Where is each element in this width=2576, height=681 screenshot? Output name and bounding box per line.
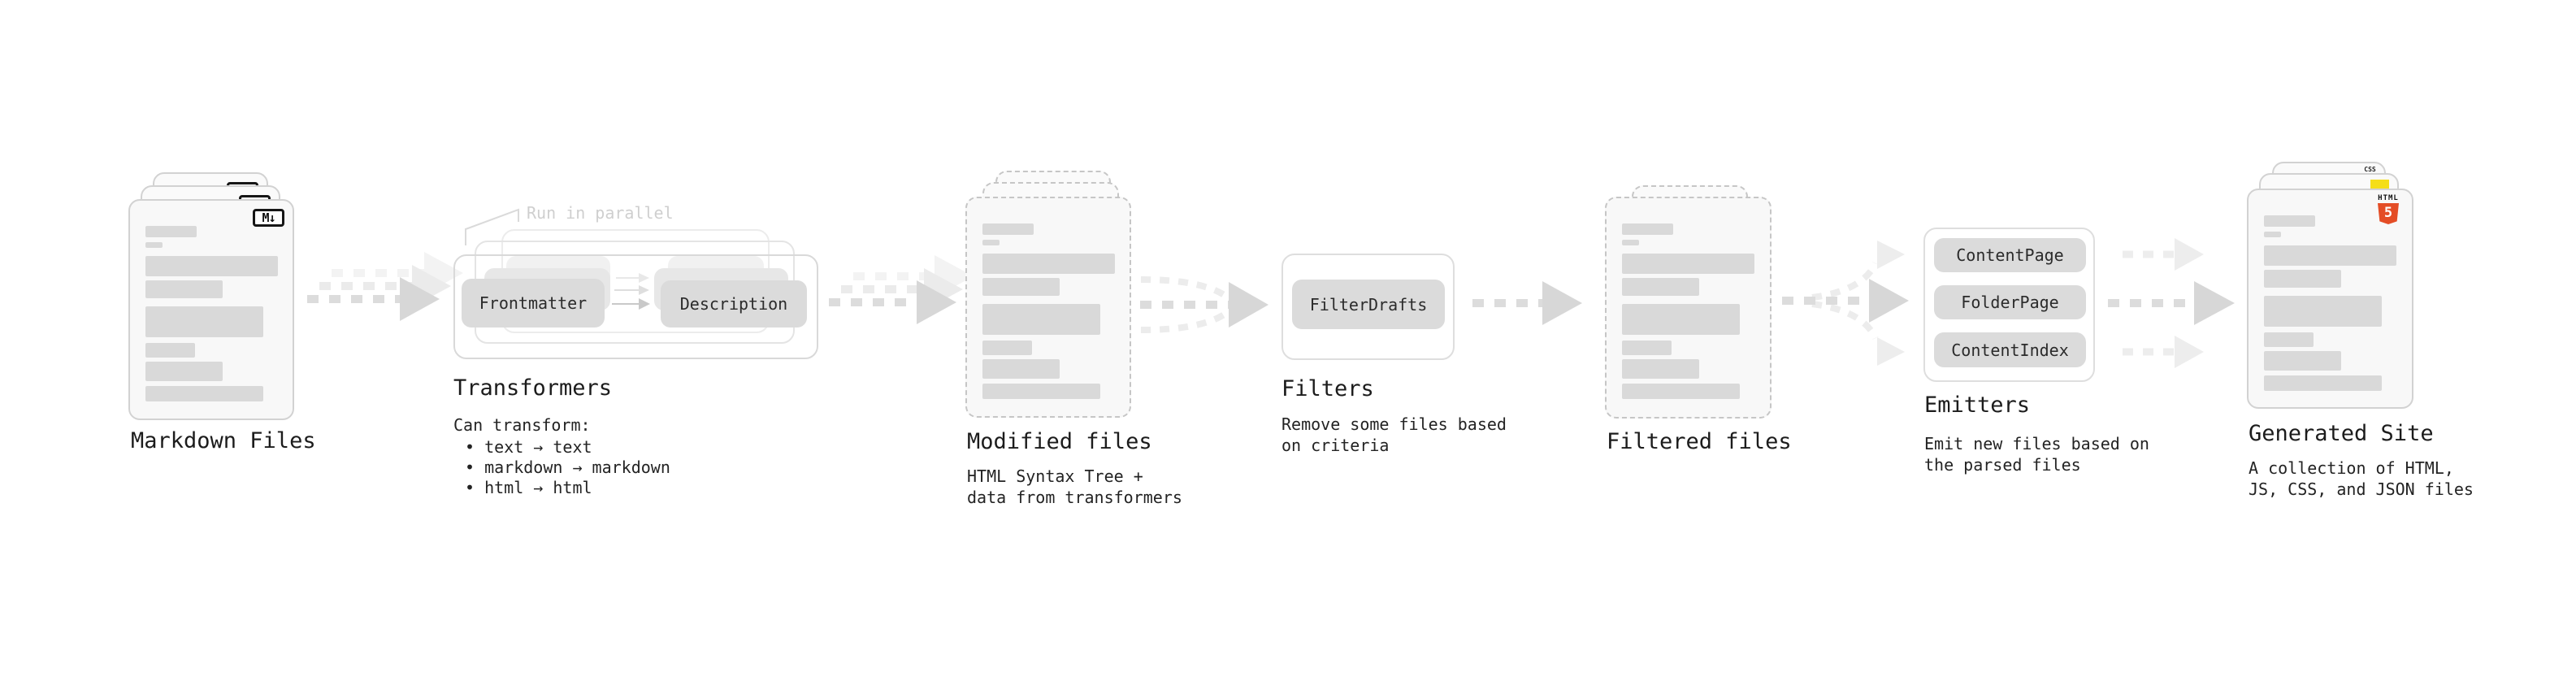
content-bar [2264,245,2396,266]
emitter-chip-folderpage: FolderPage [1934,285,2086,319]
content-bar [1622,223,1673,235]
arrow-markdown-to-transformers [307,252,463,321]
run-in-parallel-note: Run in parallel [527,203,674,223]
emitter-chip-contentindex: ContentIndex [1934,332,2086,367]
content-bar [982,240,1000,245]
content-bar [1622,359,1699,379]
content-bar [2264,232,2281,237]
transformer-chip-description: Description [661,280,807,327]
stage-title-filtered-files: Filtered files [1607,429,1792,454]
transformer-chip-frontmatter: Frontmatter [462,279,605,327]
stage-title-generated-site: Generated Site [2249,421,2434,446]
content-bar [982,304,1100,335]
content-bar [145,362,223,381]
content-bar [2264,351,2341,371]
content-bar [982,340,1032,355]
content-bar [2264,332,2314,347]
modified-files-caption: HTML Syntax Tree + data from transformer… [967,466,1182,507]
generated-file-html: HTML 5 [2247,189,2413,409]
content-bar [145,386,263,401]
content-bar [145,343,195,358]
content-bar [145,306,263,337]
stage-title-markdown-files: Markdown Files [131,428,316,453]
content-bar [145,256,278,276]
markdown-icon: M↓ [253,209,284,227]
transformers-bullet: • text → text [465,437,592,457]
content-bar [2264,270,2341,288]
content-bar [1622,254,1754,274]
arrow-transformers-to-modified [829,255,974,324]
emitter-chip-contentpage: ContentPage [1934,238,2086,272]
transformers-caption-heading: Can transform: [453,415,591,435]
content-bar [2264,296,2382,327]
content-bar [1622,384,1740,399]
emitters-caption: Emit new files based on the parsed files [1924,434,2149,475]
modified-file-front [965,197,1131,418]
content-bar [2264,375,2382,391]
filters-caption: Remove some files based on criteria [1281,414,1507,455]
arrow-modified-to-filters [1140,276,1268,333]
stage-title-emitters: Emitters [1924,393,2031,418]
content-bar [1622,304,1740,335]
content-bar [1622,278,1699,296]
transformers-bullet: • html → html [465,478,592,497]
filtered-file-front [1605,197,1772,419]
stage-title-transformers: Transformers [453,375,613,401]
transformers-bullet: • markdown → markdown [465,458,670,477]
content-bar [982,359,1060,379]
content-bar [1622,240,1639,245]
html5-icon: HTML 5 [2374,194,2402,224]
arrow-emitters-to-generated [2108,238,2235,368]
stage-title-modified-files: Modified files [967,429,1152,454]
content-bar [982,278,1060,296]
transformer-frame-front [453,254,818,359]
content-bar [145,242,163,248]
content-bar [1622,340,1672,355]
content-bar [145,226,197,237]
content-bar [2264,215,2315,227]
generated-site-caption: A collection of HTML, JS, CSS, and JSON … [2249,458,2474,499]
content-bar [145,280,223,298]
content-bar [982,384,1100,399]
arrow-filtered-to-emitters [1782,241,1909,366]
filter-chip-filterdrafts: FilterDrafts [1292,280,1445,329]
arrow-filters-to-filtered [1472,281,1582,325]
markdown-file-front: M↓ [128,199,294,420]
js-icon [2370,180,2389,191]
content-bar [982,254,1115,274]
content-bar [982,223,1034,235]
stage-title-filters: Filters [1281,376,1374,401]
